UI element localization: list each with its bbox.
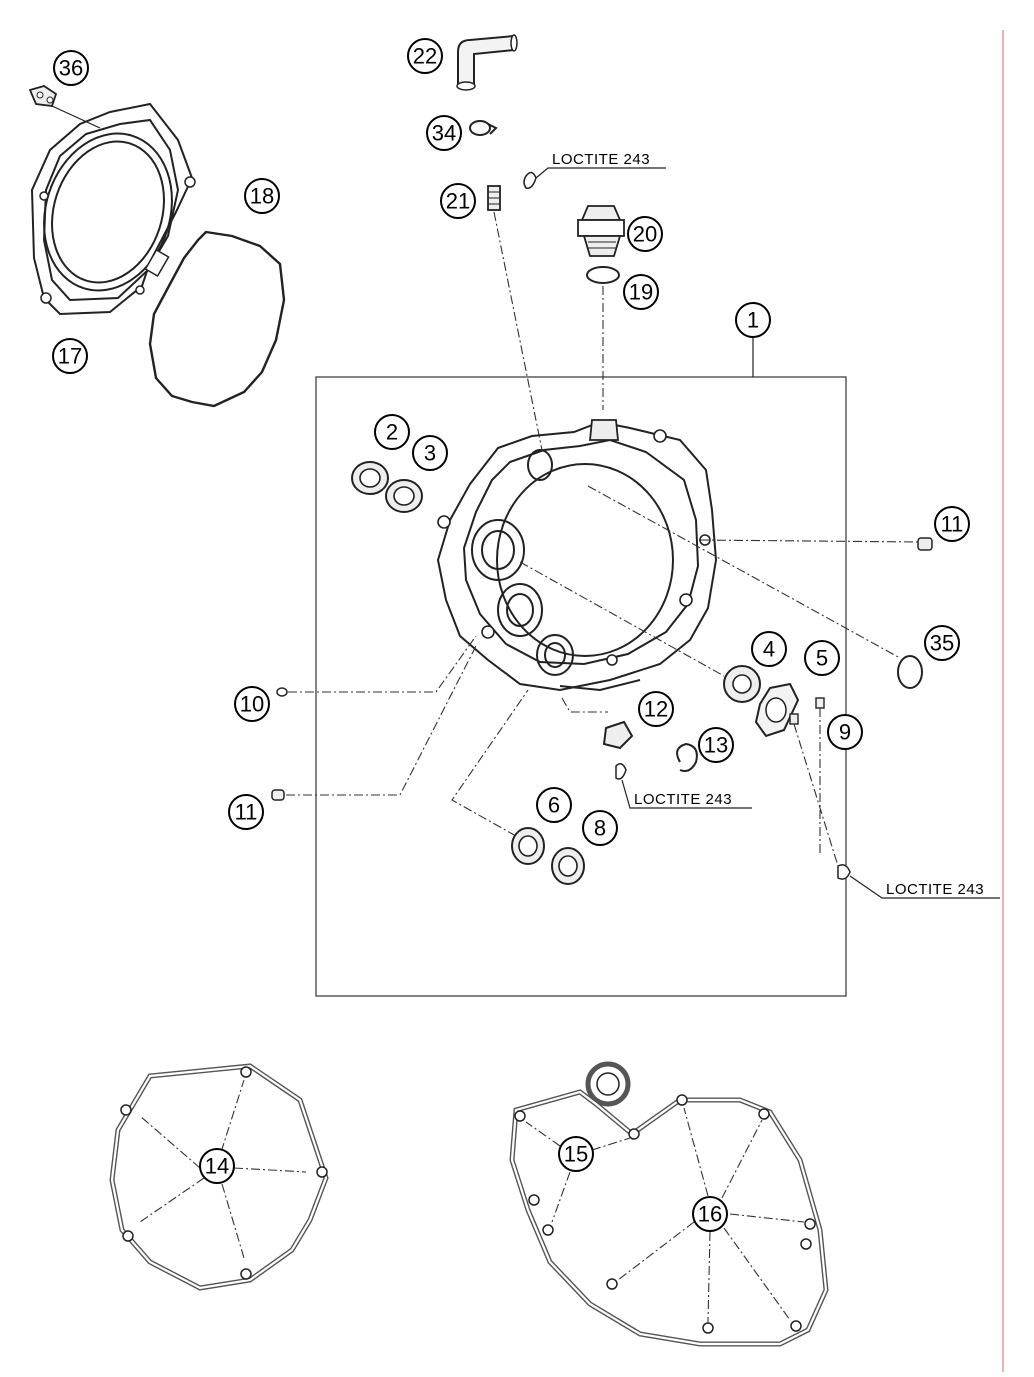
leader-10-dash bbox=[288, 635, 477, 693]
svg-text:11: 11 bbox=[941, 512, 964, 537]
svg-text:18: 18 bbox=[250, 184, 274, 209]
svg-text:8: 8 bbox=[594, 816, 606, 841]
callout-11-upper: 11 bbox=[934, 506, 970, 542]
part-22-hose bbox=[456, 34, 518, 91]
callout-16: 16 bbox=[692, 1196, 728, 1232]
part-3-seal bbox=[385, 479, 423, 513]
part-35-o-ring bbox=[897, 655, 923, 689]
part-14-gasket bbox=[109, 1063, 329, 1291]
callout-4: 4 bbox=[751, 631, 787, 667]
svg-text:6: 6 bbox=[548, 793, 560, 818]
callout-20: 20 bbox=[627, 216, 663, 252]
callout-17: 17 bbox=[52, 338, 88, 374]
part-8-seal bbox=[551, 847, 585, 885]
svg-text:19: 19 bbox=[629, 280, 653, 305]
callout-14: 14 bbox=[199, 1148, 235, 1184]
svg-text:9: 9 bbox=[839, 720, 851, 745]
callout-13: 13 bbox=[698, 727, 734, 763]
callout-19: 19 bbox=[623, 274, 659, 310]
svg-text:16: 16 bbox=[698, 1202, 722, 1227]
svg-text:12: 12 bbox=[644, 697, 668, 722]
leader-36 bbox=[51, 105, 101, 129]
loctite-note-right: LOCTITE 243 bbox=[886, 881, 984, 898]
part-11-dowel-lower bbox=[271, 789, 285, 801]
part-4-bearing bbox=[723, 665, 761, 703]
svg-text:34: 34 bbox=[432, 121, 456, 146]
svg-text:14: 14 bbox=[205, 1154, 229, 1179]
svg-text:13: 13 bbox=[704, 733, 728, 758]
callout-6: 6 bbox=[536, 787, 572, 823]
svg-text:22: 22 bbox=[413, 44, 437, 69]
part-18-gasket bbox=[148, 230, 286, 408]
loctite-note-mid: LOCTITE 243 bbox=[634, 791, 732, 808]
callout-8: 8 bbox=[582, 810, 618, 846]
svg-text:35: 35 bbox=[930, 631, 954, 656]
callout-1: 1 bbox=[735, 302, 771, 338]
callout-11-lower: 11 bbox=[228, 794, 264, 830]
leader-9b-dash bbox=[793, 723, 839, 867]
svg-text:20: 20 bbox=[633, 222, 657, 247]
svg-text:5: 5 bbox=[816, 646, 828, 671]
svg-text:2: 2 bbox=[386, 420, 398, 445]
leader-4-dash bbox=[519, 561, 725, 677]
callout-10: 10 bbox=[234, 686, 270, 722]
part-11-dowel-upper bbox=[917, 537, 933, 551]
assembly-frame bbox=[315, 376, 847, 997]
svg-text:36: 36 bbox=[59, 56, 83, 81]
loctite-note-top: LOCTITE 243 bbox=[552, 151, 650, 168]
callout-18: 18 bbox=[244, 178, 280, 214]
svg-text:15: 15 bbox=[564, 1142, 588, 1167]
svg-text:4: 4 bbox=[763, 637, 775, 662]
callout-2: 2 bbox=[374, 414, 410, 450]
part-5-plate bbox=[754, 682, 800, 738]
part-10-pin bbox=[276, 687, 288, 697]
callout-3: 3 bbox=[412, 435, 448, 471]
svg-text:11: 11 bbox=[235, 800, 258, 825]
leader-11-lower-dash bbox=[286, 645, 477, 796]
part-15-16-gasket bbox=[509, 1061, 829, 1347]
leader-6-dash bbox=[451, 689, 529, 837]
leader-12-dash bbox=[561, 697, 608, 713]
callout-22: 22 bbox=[407, 38, 443, 74]
callout-5: 5 bbox=[804, 640, 840, 676]
part-36-bracket bbox=[28, 85, 58, 107]
svg-text:17: 17 bbox=[58, 344, 82, 369]
leader-21-dash bbox=[493, 211, 543, 451]
svg-text:21: 21 bbox=[446, 189, 470, 214]
part-2-seal bbox=[351, 461, 389, 495]
svg-text:10: 10 bbox=[240, 692, 264, 717]
part-12-cap bbox=[602, 720, 634, 780]
callout-15: 15 bbox=[558, 1136, 594, 1172]
callout-36: 36 bbox=[53, 50, 89, 86]
callout-12: 12 bbox=[638, 691, 674, 727]
part-19-o-ring bbox=[586, 266, 620, 284]
callout-9: 9 bbox=[827, 714, 863, 750]
part-20-filler-plug bbox=[577, 205, 625, 257]
part-21-nipple bbox=[487, 171, 537, 211]
svg-text:1: 1 bbox=[747, 308, 759, 333]
callout-21: 21 bbox=[440, 183, 476, 219]
leader-11-upper-dash bbox=[699, 539, 919, 543]
callout-35: 35 bbox=[924, 625, 960, 661]
part-6-seal bbox=[511, 827, 545, 865]
part-17-outer-cover bbox=[30, 102, 196, 316]
leader-loctite-mid bbox=[621, 779, 752, 809]
part-34-clamp bbox=[469, 120, 498, 136]
leader-loctite-right bbox=[849, 875, 1000, 899]
part-1-clutch-cover bbox=[436, 419, 718, 692]
leader-35-dash bbox=[587, 485, 901, 659]
leader-loctite-top bbox=[535, 167, 666, 179]
part-13-circlip bbox=[676, 742, 698, 772]
callout-34: 34 bbox=[426, 115, 462, 151]
svg-text:3: 3 bbox=[424, 441, 436, 466]
